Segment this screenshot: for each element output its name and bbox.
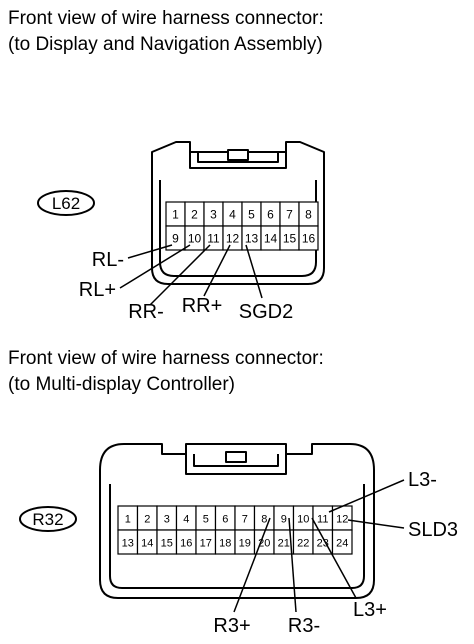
pin-number: 17 [200, 538, 212, 550]
pin-number: 16 [302, 232, 316, 246]
pin-number: 9 [172, 232, 179, 246]
connector-b-title-line1: Front view of wire harness connector: [8, 348, 324, 369]
pin-number: 13 [122, 538, 134, 550]
connector-b-heading: Front view of wire harness connector: (t… [8, 346, 324, 398]
connector-b-inner-wall [109, 484, 365, 589]
pin-number: 4 [229, 208, 236, 222]
pin-number: 7 [242, 514, 248, 526]
pin-number: 9 [281, 514, 287, 526]
leader-sgd2 [245, 244, 263, 299]
pin-number: 8 [305, 208, 312, 222]
pin-number: 6 [222, 514, 228, 526]
pin-number: 15 [283, 232, 297, 246]
pin-number: 15 [161, 538, 173, 550]
pin-number: 12 [226, 232, 240, 246]
connector-b-housing [99, 443, 375, 599]
pin-number: 4 [183, 514, 189, 526]
connector-a-heading: Front view of wire harness connector: (t… [8, 6, 324, 58]
leader-rl-minus [127, 244, 173, 259]
pin-number: 11 [207, 232, 220, 246]
pin-number: 1 [172, 208, 179, 222]
connector-a-inner-wall [159, 180, 317, 277]
leader-r3-minus [288, 517, 297, 613]
pin-number: 23 [317, 538, 329, 550]
signal-label-rl-minus: RL- [92, 249, 124, 271]
signal-label-rr-minus: RR- [128, 301, 164, 323]
connector-a-latch-tab [227, 149, 249, 161]
leader-r3-plus [233, 517, 271, 613]
connector-b-id: R32 [32, 510, 63, 529]
pin-number: 3 [210, 208, 217, 222]
pin-number: 14 [141, 538, 153, 550]
connector-a-id-oval [37, 190, 95, 216]
signal-label-sld3: SLD3 [408, 519, 458, 541]
pin-number: 10 [188, 232, 202, 246]
leader-l3-minus [328, 479, 405, 513]
pin-number: 11 [317, 514, 328, 526]
pin-number: 6 [267, 208, 274, 222]
connector-a-latch [189, 152, 287, 169]
pin-number: 18 [219, 538, 231, 550]
pin-number: 24 [336, 538, 348, 550]
pin-number: 22 [297, 538, 309, 550]
leader-l3-plus [311, 517, 357, 599]
pin-number: 21 [278, 538, 290, 550]
pin-cell [331, 529, 353, 555]
connector-a-title-line1: Front view of wire harness connector: [8, 8, 324, 29]
pin-cell [298, 225, 319, 251]
signal-label-l3-minus: L3- [408, 469, 437, 491]
leader-rr-minus [149, 244, 211, 306]
pin-number: 2 [191, 208, 198, 222]
pin-number: 7 [286, 208, 293, 222]
connector-b-title-line2: (to Multi-display Controller) [8, 374, 236, 395]
pin-number: 13 [245, 232, 259, 246]
pin-number: 14 [264, 232, 278, 246]
signal-label-sgd2: SGD2 [239, 301, 293, 323]
signal-label-rl-plus: RL+ [79, 279, 116, 301]
connector-a-id: L62 [52, 194, 80, 213]
pin-number: 1 [125, 514, 131, 526]
pin-number: 2 [144, 514, 150, 526]
signal-label-rr-plus: RR+ [182, 295, 223, 317]
pin-number: 3 [164, 514, 170, 526]
connector-a-housing [151, 141, 325, 285]
pin-number: 16 [180, 538, 192, 550]
signal-label-r3-plus: R3+ [213, 615, 250, 637]
connector-a-title-line2: (to Display and Navigation Assembly) [8, 34, 323, 55]
pin-number: 10 [297, 514, 309, 526]
leader-sld3 [347, 519, 405, 529]
pin-number: 12 [336, 514, 348, 526]
leader-rl-plus [119, 244, 191, 289]
pin-number: 5 [248, 208, 255, 222]
connector-b-latch-tab [225, 451, 247, 463]
pin-number: 8 [261, 514, 267, 526]
signal-label-l3-plus: L3+ [353, 599, 387, 621]
pin-number: 5 [203, 514, 209, 526]
connector-b-latch [185, 454, 287, 475]
signal-label-r3-minus: R3- [288, 615, 320, 637]
pin-number: 19 [239, 538, 251, 550]
connector-b-id-oval [19, 506, 77, 532]
leader-rr-plus [203, 244, 231, 297]
